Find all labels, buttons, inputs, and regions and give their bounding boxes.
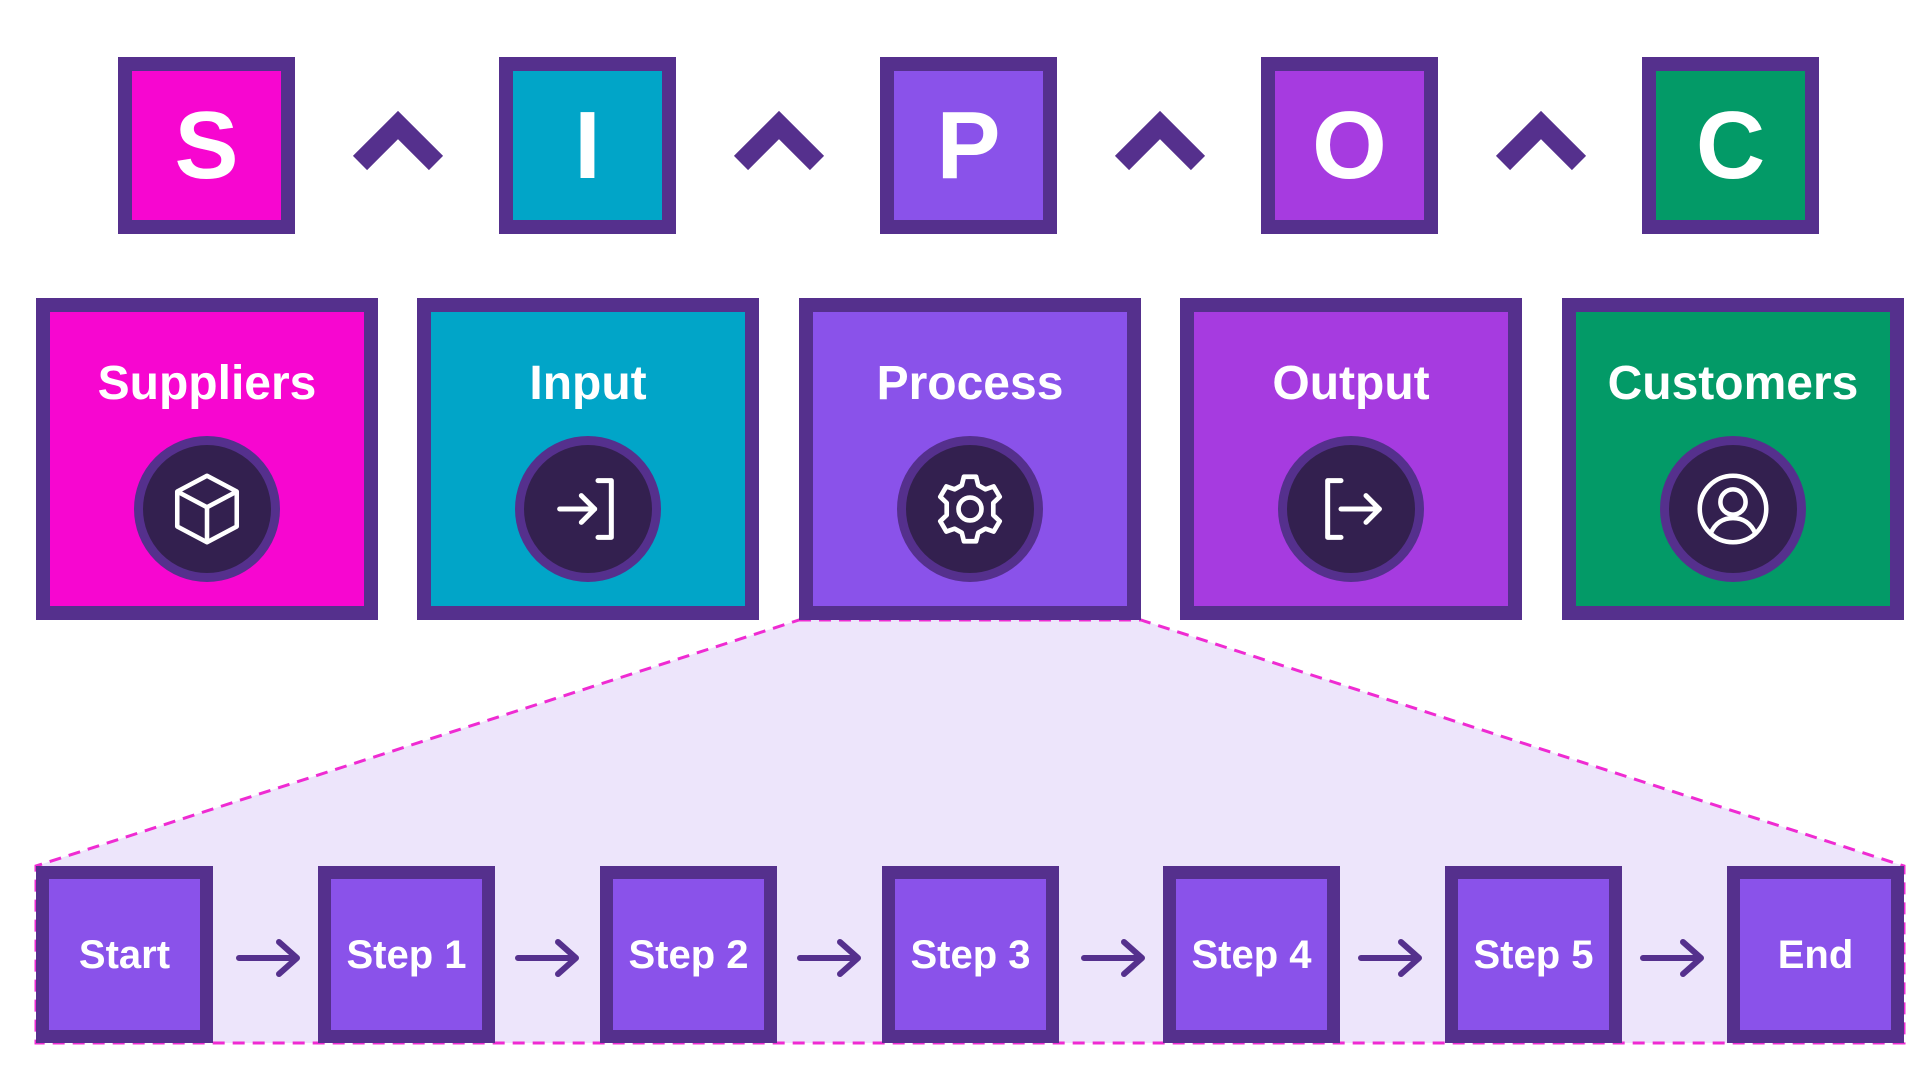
step-2: Step 2 <box>600 866 777 1043</box>
step-start: Start <box>36 866 213 1043</box>
chevron-up-icon <box>1495 110 1587 171</box>
letter-i-box: I <box>499 57 676 234</box>
step-3: Step 3 <box>882 866 1059 1043</box>
step-label: Start <box>78 932 171 977</box>
customers-title: Customers <box>1607 357 1859 410</box>
letter-o: O <box>1312 91 1387 199</box>
step-5: Step 5 <box>1445 866 1622 1043</box>
arrow-right-icon <box>515 939 579 977</box>
arrow-right-icon <box>1358 939 1422 977</box>
letter-p-box: P <box>880 57 1057 234</box>
box-icon <box>134 436 280 582</box>
step-label: End <box>1777 932 1854 977</box>
chevron-up-icon <box>733 110 825 171</box>
step-label: Step 5 <box>1473 932 1594 977</box>
gear-icon <box>897 436 1043 582</box>
logout-icon <box>1278 436 1424 582</box>
step-label: Step 3 <box>910 932 1031 977</box>
letter-p: P <box>936 91 1001 199</box>
letter-i: I <box>574 91 601 199</box>
input-card: Input <box>417 298 759 620</box>
zoom-fill-polygon <box>36 620 1904 1043</box>
input-title: Input <box>529 357 647 410</box>
customers-card: Customers <box>1562 298 1904 620</box>
step-end: End <box>1727 866 1904 1043</box>
step-label: Step 2 <box>628 932 749 977</box>
step-label: Step 1 <box>346 932 467 977</box>
arrow-right-icon <box>1640 939 1704 977</box>
output-card: Output <box>1180 298 1522 620</box>
arrow-right-icon <box>236 939 300 977</box>
letter-s: S <box>174 91 239 199</box>
step-label: Step 4 <box>1191 932 1312 977</box>
step-4: Step 4 <box>1163 866 1340 1043</box>
suppliers-title: Suppliers <box>97 357 317 410</box>
user-circle-icon <box>1660 436 1806 582</box>
letter-o-box: O <box>1261 57 1438 234</box>
letter-c: C <box>1695 91 1766 199</box>
chevron-up-icon <box>352 110 444 171</box>
chevron-up-icon <box>1114 110 1206 171</box>
suppliers-card: Suppliers <box>36 298 378 620</box>
process-title: Process <box>876 357 1064 410</box>
arrow-right-icon <box>1081 939 1145 977</box>
process-card: Process <box>799 298 1141 620</box>
letter-s-box: S <box>118 57 295 234</box>
arrow-right-icon <box>797 939 861 977</box>
login-icon <box>515 436 661 582</box>
step-1: Step 1 <box>318 866 495 1043</box>
output-title: Output <box>1272 357 1430 410</box>
letter-c-box: C <box>1642 57 1819 234</box>
